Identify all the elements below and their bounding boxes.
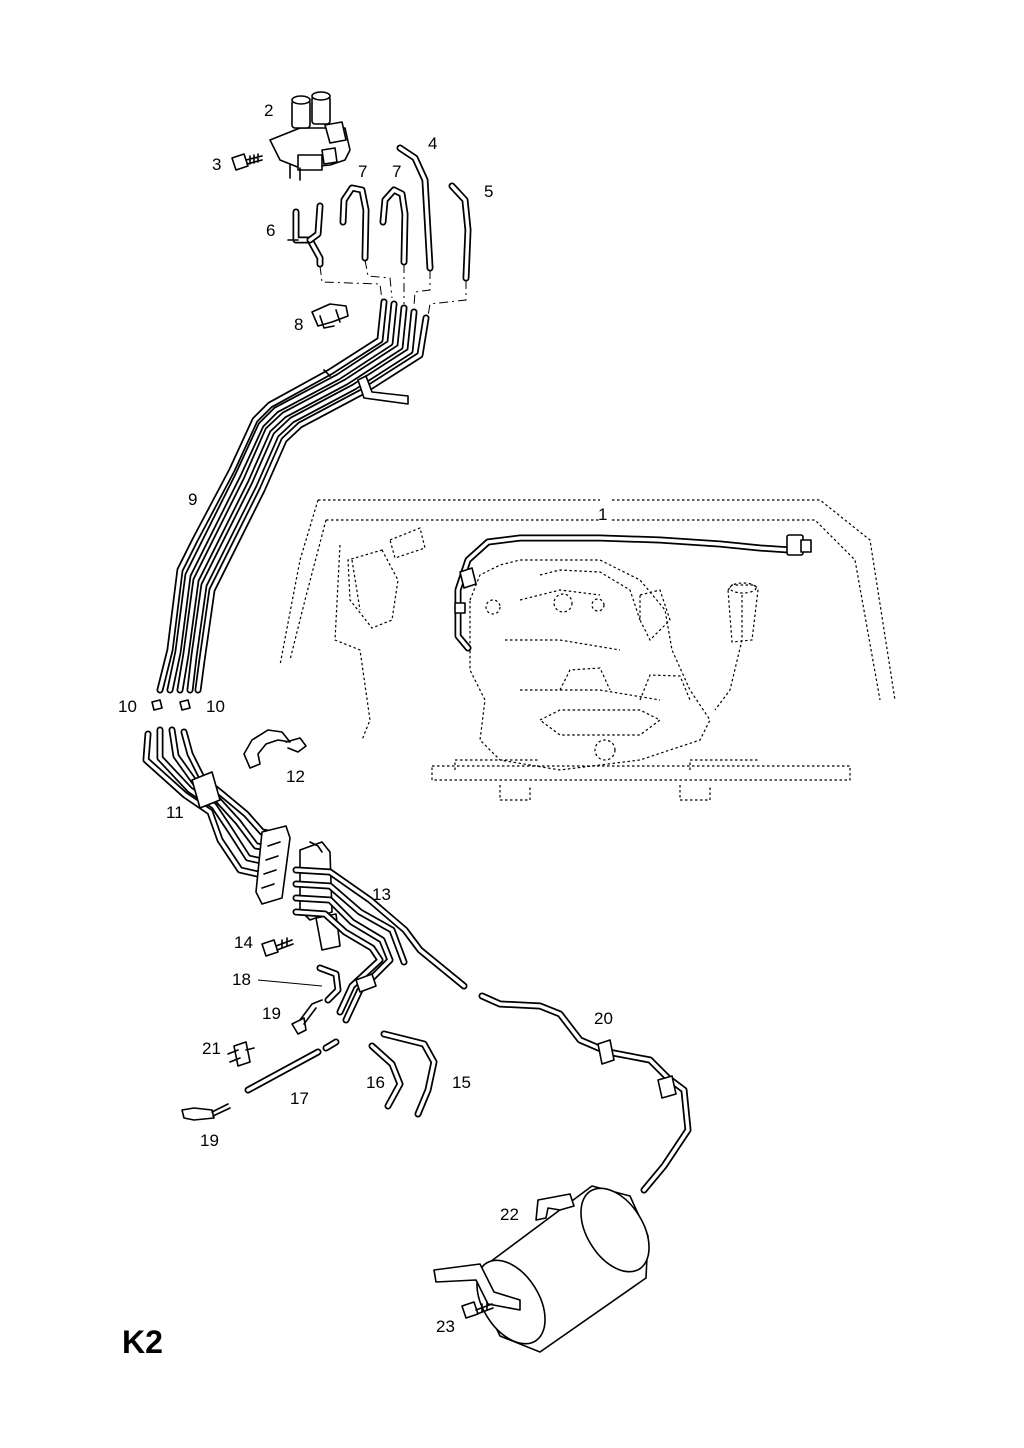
part-16-hose (368, 1042, 404, 1110)
callout-17: 17 (290, 1089, 309, 1108)
part-22-charcoal-canister (433, 1185, 650, 1353)
callout-21: 21 (202, 1039, 221, 1058)
callout-11: 11 (166, 803, 184, 822)
part-7-u-hose (379, 186, 409, 266)
part-18-elbow (316, 964, 342, 1004)
part-23-screw (461, 1301, 494, 1319)
callout-22: 22 (500, 1205, 519, 1224)
callout-19b: 19 (200, 1131, 219, 1150)
part-6-t-piece (287, 202, 324, 268)
callout-19: 19 (262, 1004, 281, 1023)
part-7-u-hose (339, 184, 370, 262)
assembly-leader-lines (319, 259, 467, 317)
part-12-clamp (243, 729, 307, 769)
callout-7b: 7 (392, 162, 401, 181)
part-19-connector (181, 1103, 231, 1121)
callout-16: 16 (366, 1073, 385, 1092)
callout-5: 5 (484, 182, 493, 201)
callout-12: 12 (286, 767, 305, 786)
part-2-solenoid-valve (269, 91, 351, 181)
callout-2: 2 (264, 101, 273, 120)
part-3-screw (231, 153, 263, 171)
callout-3: 3 (212, 155, 221, 174)
part-11-hose-loom (142, 726, 291, 905)
part-13-connector-block (292, 841, 468, 1024)
part-19-connector (291, 999, 323, 1035)
callout-8: 8 (294, 315, 303, 334)
callout-9: 9 (188, 490, 197, 509)
page-code: K2 (122, 1324, 163, 1360)
callout-4: 4 (428, 134, 437, 153)
callout-1: 1 (598, 505, 607, 524)
engine-bay-illustration (279, 499, 896, 801)
part-21-sensor (227, 1041, 255, 1067)
callout-15: 15 (452, 1073, 471, 1092)
part-1-vacuum-hose (454, 534, 812, 652)
callout-10: 10 (118, 697, 137, 716)
part-9-hose-harness (156, 298, 430, 694)
callout-18: 18 (232, 970, 251, 989)
callout-labels: 1 2 3 4 5 6 7 7 8 9 10 10 11 12 13 14 15… (118, 101, 613, 1336)
part-14-screw (261, 937, 294, 957)
part-8-clip (311, 303, 349, 329)
callout-6: 6 (266, 221, 275, 240)
part-10-clip (179, 699, 191, 711)
callout-14: 14 (234, 933, 253, 952)
part-5-hose (448, 182, 472, 282)
callout-7: 7 (358, 162, 367, 181)
callout-10b: 10 (206, 697, 225, 716)
callout-23: 23 (436, 1317, 455, 1336)
leader-line-18 (257, 979, 323, 987)
callout-13: 13 (372, 885, 391, 904)
part-4-hose (396, 144, 434, 272)
part-15-hose (380, 1030, 438, 1118)
part-20-canister-hose (478, 992, 692, 1194)
part-10-clip (151, 699, 163, 711)
part-17-hose (244, 1038, 340, 1094)
callout-20: 20 (594, 1009, 613, 1028)
